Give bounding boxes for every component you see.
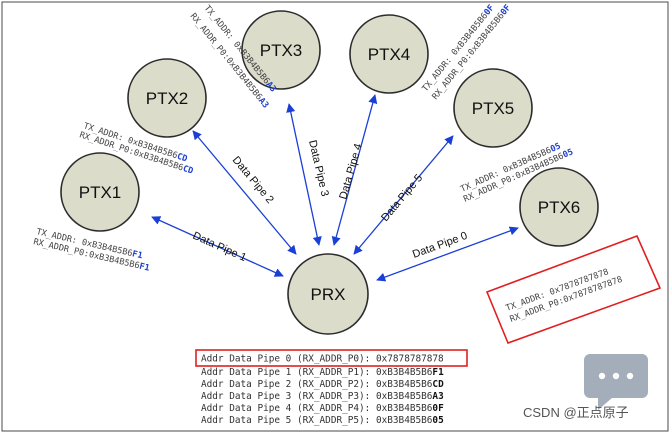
node-ptx2: PTX2 — [127, 58, 207, 138]
arrow-pipe-3 — [286, 103, 322, 246]
address-table: Addr Data Pipe 0 (RX_ADDR_P0): 0x7878787… — [195, 349, 468, 426]
node-prx: PRX — [287, 253, 369, 335]
pipe-2-label: Data Pipe 2 — [230, 154, 276, 206]
pipe0-highlight-box — [195, 349, 468, 367]
node-prx-label: PRX — [311, 285, 346, 304]
arrow-pipe-0 — [376, 226, 519, 282]
node-ptx4-label: PTX4 — [368, 45, 411, 64]
node-ptx4: PTX4 — [349, 14, 429, 94]
pipe-3-label: Data Pipe 3 — [306, 139, 331, 198]
node-ptx6-label: PTX6 — [538, 198, 581, 217]
node-ptx1-label: PTX1 — [79, 183, 122, 202]
ptx1-address: TX_ADDR: 0xB3B4B5B6F1 RX_ADDR_P0:0xB3B4B… — [32, 227, 150, 274]
node-ptx5: PTX5 — [453, 68, 533, 148]
table-row-pipe5: Addr Data Pipe 5 (RX_ADDR_P5): 0xB3B4B5B… — [201, 415, 444, 426]
watermark-text: CSDN @正点原子 — [523, 405, 629, 420]
ptx6-address-box: TX_ADDR: 0x7878787878 RX_ADDR_P0:0x78787… — [485, 234, 662, 345]
arrow-pipe-2 — [192, 130, 297, 255]
table-row-pipe0: Addr Data Pipe 0 (RX_ADDR_P0): 0x7878787… — [201, 354, 444, 365]
table-row-pipe1: Addr Data Pipe 1 (RX_ADDR_P1): 0xB3B4B5B… — [201, 367, 444, 378]
node-ptx1: PTX1 — [60, 152, 140, 232]
table-row-pipe2: Addr Data Pipe 2 (RX_ADDR_P2): 0xB3B4B5B… — [201, 379, 444, 390]
table-row-pipe4: Addr Data Pipe 4 (RX_ADDR_P4): 0xB3B4B5B… — [201, 403, 444, 414]
node-ptx5-label: PTX5 — [472, 99, 515, 118]
node-ptx3-label: PTX3 — [260, 41, 303, 60]
pipe-1-label: Data Pipe 1 — [191, 230, 248, 264]
pipe-5-label: Data Pipe 5 — [379, 172, 425, 224]
arrow-pipe-5 — [353, 135, 454, 255]
chat-bubble-icon — [584, 354, 648, 410]
table-row-pipe3: Addr Data Pipe 3 (RX_ADDR_P3): 0xB3B4B5B… — [201, 391, 444, 402]
node-ptx3: PTX3 — [241, 10, 321, 90]
node-ptx2-label: PTX2 — [146, 89, 189, 108]
pipe-4-label: Data Pipe 4 — [337, 142, 364, 201]
node-ptx6: PTX6 — [519, 167, 599, 247]
